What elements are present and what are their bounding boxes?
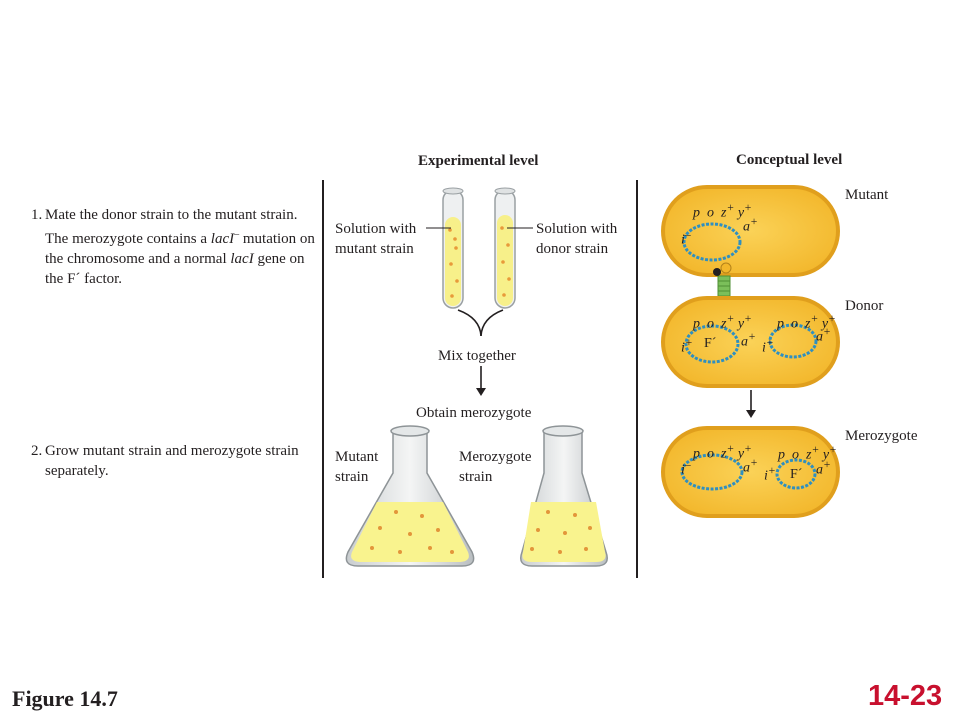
gene-labels-merozygote-f-operon: p o z+ y+ [778, 443, 837, 463]
gene-label-merozygote-f-i: i+ [764, 464, 776, 484]
f-factor-label-donor: F´ [704, 336, 717, 351]
gene-labels-merozygote-chromosome-operon: p o z+ y+ [693, 442, 752, 462]
mix-together-label: Mix together [438, 348, 516, 364]
gene-label-donor-chromosome-a: a+ [816, 325, 831, 345]
f-factor-label-merozygote: F´ [790, 467, 803, 482]
step-1-text: Mate the donor strain to the mutant stra… [45, 207, 315, 287]
gene-label-mutant-i: i– [681, 228, 691, 248]
gene-label-merozygote-f-a: a+ [816, 458, 831, 478]
gene-label-donor-i: i+ [681, 336, 693, 356]
flask-mutant [345, 425, 475, 567]
gene-label-donor-chromosome-i: i+ [762, 336, 774, 356]
test-tube-mutant [442, 187, 464, 309]
gene-label-mutant-a: a+ [743, 215, 758, 235]
donor-cell-label: Donor [845, 298, 884, 314]
figure-title: Figure 14.7 [12, 686, 118, 711]
gene-labels-donor-f-operon: p o z+ y+ [693, 312, 752, 332]
cell-merozygote [661, 426, 840, 518]
cell-mutant [661, 185, 840, 277]
gene-labels-mutant-operon: p o z+ y+ [693, 201, 752, 221]
obtain-merozygote-label: Obtain merozygote [416, 405, 532, 421]
divider-left [322, 180, 324, 578]
experimental-level-header: Experimental level [418, 153, 539, 169]
merozygote-cell-label: Merozygote [845, 428, 918, 444]
mutant-cell-label: Mutant [845, 187, 889, 203]
step-2-number: 2. [31, 443, 43, 459]
test-tube-donor [494, 187, 516, 309]
gene-label-donor-a: a+ [741, 330, 756, 350]
step-1-number: 1. [31, 207, 43, 223]
gene-label-merozygote-i: i– [681, 458, 691, 478]
conceptual-level-header: Conceptual level [736, 152, 843, 168]
pilus [713, 262, 732, 301]
flask-merozygote [520, 425, 608, 567]
gene-labels-donor-chromosome-operon: p o z+ y+ [777, 312, 836, 332]
slide-number: 14-23 [868, 680, 943, 712]
divider-right [636, 180, 638, 578]
gene-label-merozygote-a: a+ [743, 456, 758, 476]
cell-donor [661, 296, 840, 388]
step-2-text: Grow mutant strain and merozygote strain… [45, 443, 299, 479]
